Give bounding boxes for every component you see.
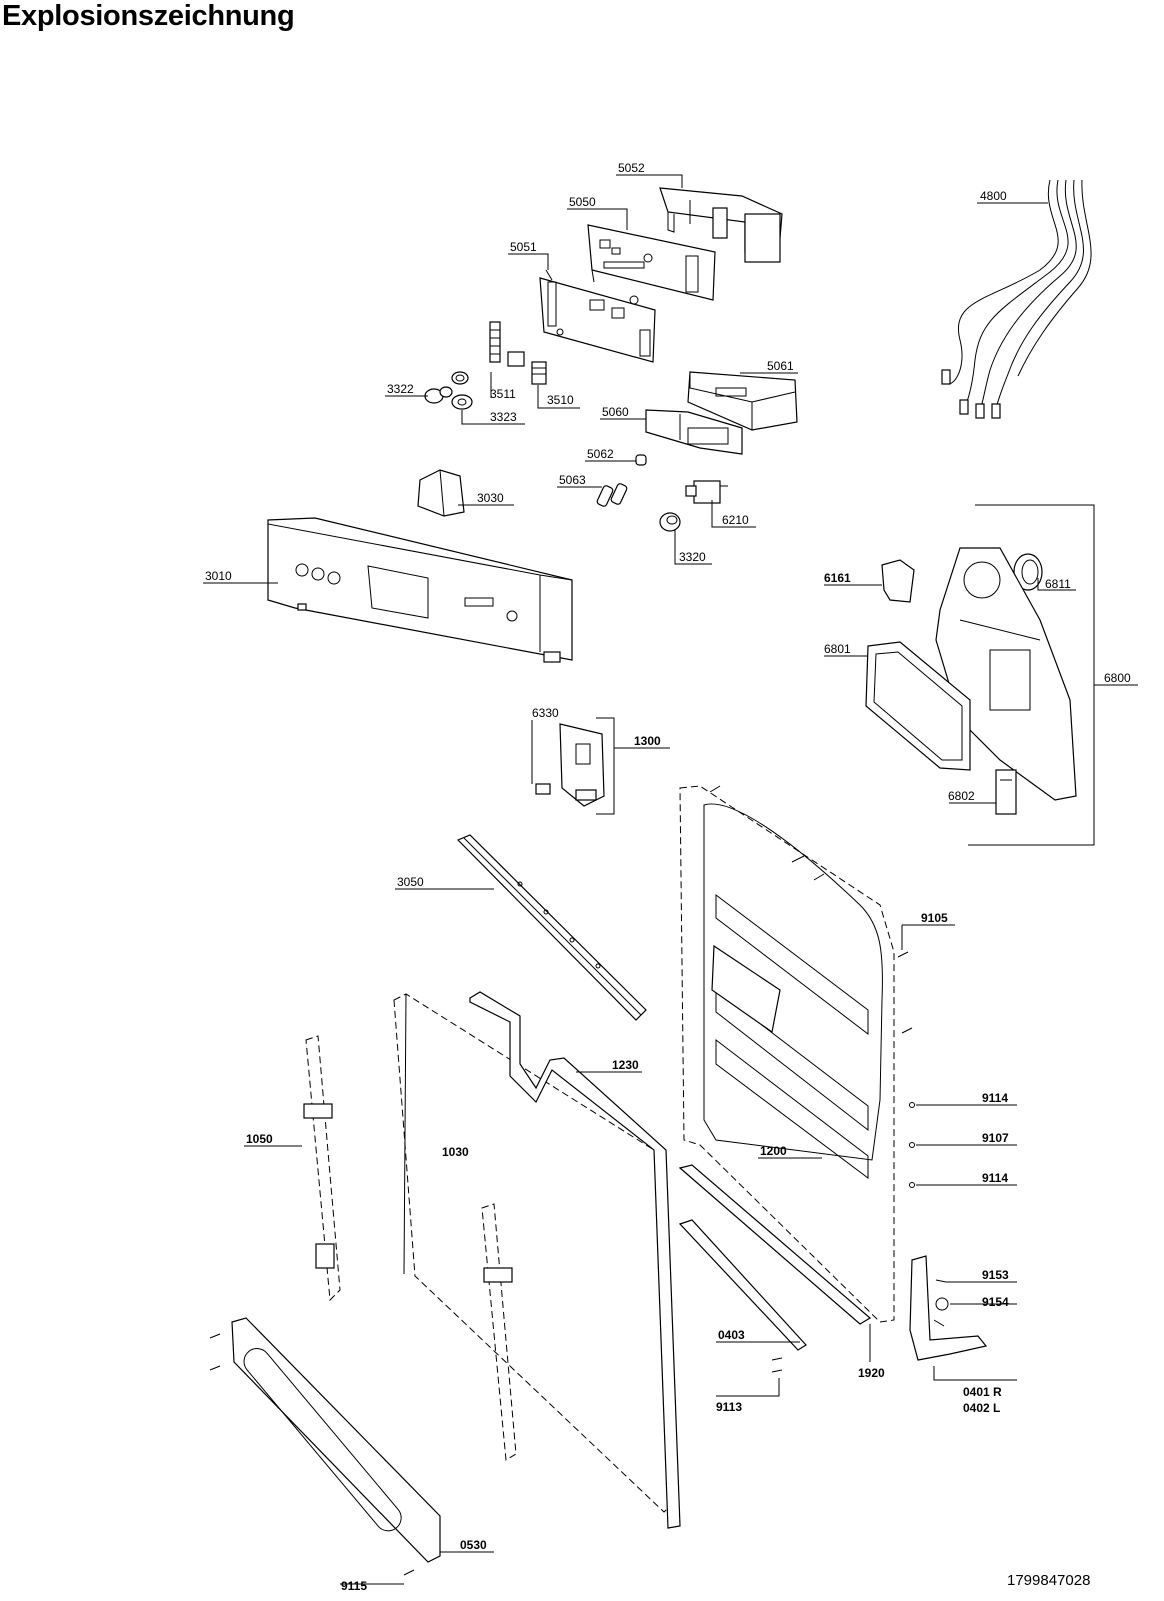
part-1050-hinge-rail	[303, 1035, 341, 1302]
label-6811: 6811	[1045, 577, 1071, 591]
label-3010: 3010	[205, 569, 232, 583]
part-1200-inner-door	[679, 785, 895, 1323]
part-5061-housing	[687, 371, 798, 431]
label-3511: 3511	[490, 387, 516, 401]
label-0530: 0530	[460, 1538, 487, 1552]
label-0401-r: 0401 R	[963, 1385, 1002, 1399]
label-6210: 6210	[722, 513, 749, 527]
label-9107: 9107	[982, 1131, 1009, 1145]
label-0403: 0403	[718, 1328, 745, 1342]
label-5050: 5050	[569, 195, 596, 209]
label-1300: 1300	[634, 734, 661, 748]
part-labels: 5052 5050 5051 4800 3322 3511 3510 3323 …	[205, 161, 1131, 1593]
label-6161: 6161	[824, 571, 851, 585]
part-6801-gasket	[865, 641, 971, 771]
part-5050-circuit-board	[587, 224, 716, 301]
label-9153: 9153	[982, 1268, 1009, 1282]
part-0530-handle	[231, 1317, 441, 1563]
label-4800: 4800	[980, 189, 1007, 203]
part-3510-connector	[531, 361, 547, 385]
label-6800: 6800	[1104, 671, 1131, 685]
label-5052: 5052	[618, 161, 645, 175]
document-number: 1799847028	[1007, 1572, 1091, 1589]
part-6210-switch	[685, 480, 728, 504]
label-6330: 6330	[532, 706, 559, 720]
part-1050-hinge-rail-right	[481, 1203, 517, 1461]
label-3323: 3323	[490, 410, 517, 424]
label-5062: 5062	[587, 447, 614, 461]
part-0403-strip	[678, 1219, 807, 1351]
part-1300-door-lock	[559, 723, 605, 807]
part-3322-knob-spring	[424, 371, 469, 404]
label-6801: 6801	[824, 642, 851, 656]
part-5060-housing	[645, 409, 743, 455]
label-9114-bottom: 9114	[982, 1171, 1008, 1185]
part-3010-control-panel	[267, 517, 573, 663]
part-6161-clip	[881, 559, 915, 603]
part-5051-circuit-board	[539, 269, 656, 363]
label-9113: 9113	[716, 1400, 742, 1414]
part-6811-seal	[1013, 553, 1043, 591]
screw-set	[209, 785, 949, 1576]
part-1230-decor-panel	[469, 991, 681, 1529]
label-1230: 1230	[612, 1058, 639, 1072]
part-4800-cable-harness	[941, 179, 1092, 419]
part-3030-bracket	[417, 469, 465, 517]
page-title: Explosionszeichnung	[2, 0, 295, 32]
label-9115: 9115	[341, 1579, 367, 1593]
part-6802-lever	[995, 769, 1017, 815]
label-3050: 3050	[397, 875, 424, 889]
label-1050: 1050	[246, 1132, 273, 1146]
part-3320-knob	[659, 512, 681, 532]
part-5063-pins	[596, 483, 628, 507]
label-3322: 3322	[387, 382, 414, 396]
label-5063: 5063	[559, 473, 586, 487]
label-5061: 5061	[767, 359, 794, 373]
part-3323-button	[451, 394, 473, 410]
part-5052-bracket	[659, 187, 783, 263]
label-3320: 3320	[679, 550, 706, 564]
label-6802: 6802	[948, 789, 975, 803]
label-9105: 9105	[921, 911, 948, 925]
part-6800-dispenser	[935, 547, 1077, 801]
label-3030: 3030	[477, 491, 504, 505]
label-9114-top: 9114	[982, 1091, 1008, 1105]
part-3050-rail	[456, 834, 647, 1021]
part-5062-spring	[635, 454, 647, 466]
label-0402-l: 0402 L	[963, 1401, 1000, 1415]
label-3510: 3510	[547, 393, 574, 407]
part-1920-strip	[678, 1164, 872, 1325]
part-0401-0402-hinge	[909, 1255, 988, 1361]
label-9154: 9154	[982, 1295, 1009, 1309]
part-6330-sensor	[535, 783, 551, 795]
label-1920: 1920	[858, 1366, 885, 1380]
label-1200: 1200	[760, 1144, 787, 1158]
part-1030-outer-door	[393, 993, 677, 1513]
label-1030: 1030	[442, 1145, 469, 1159]
part-3511-connector	[489, 321, 525, 367]
label-5060: 5060	[602, 405, 629, 419]
leader-lines	[203, 174, 1138, 1585]
label-5051: 5051	[510, 240, 537, 254]
